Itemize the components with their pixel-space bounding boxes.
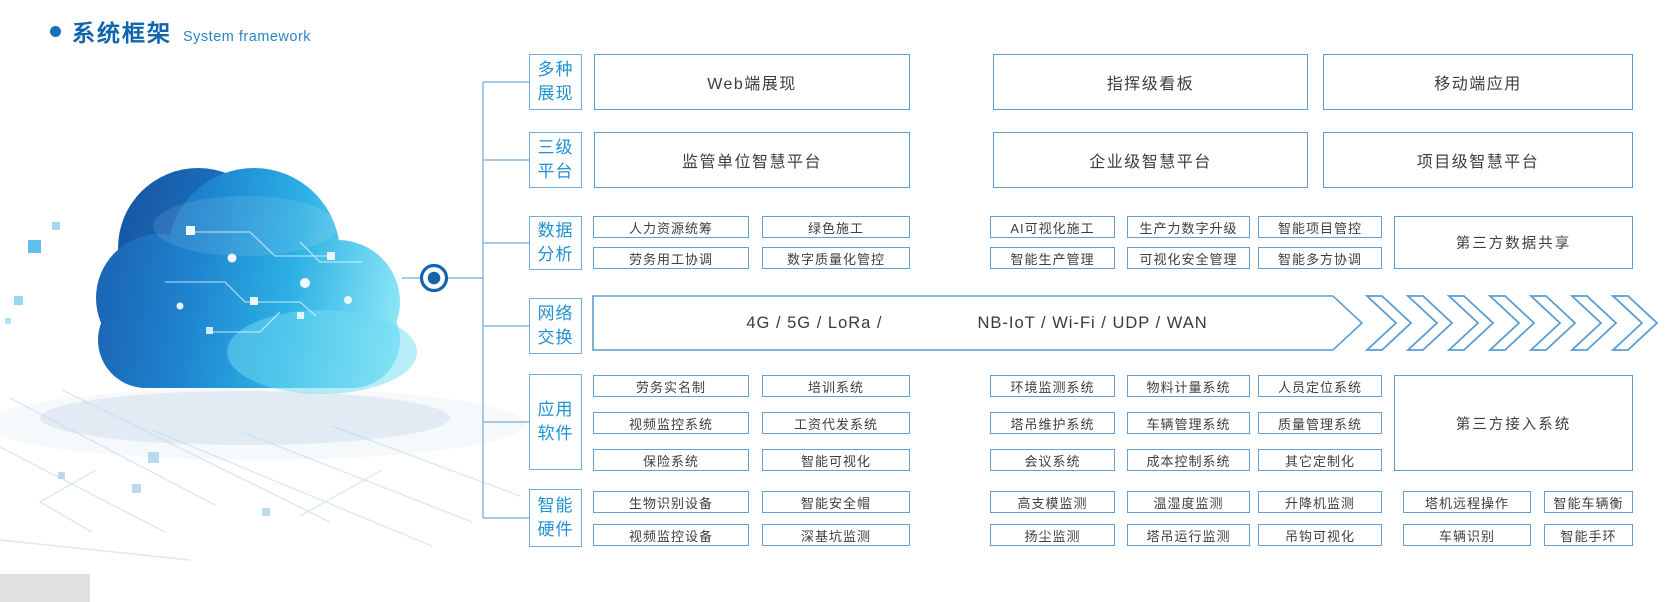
page-title-cn: 系统框架 xyxy=(72,20,172,46)
diagram-box: 物料计量系统 xyxy=(1127,375,1250,397)
diagram-box: 视频监控设备 xyxy=(593,524,749,546)
diagram-box: 移动端应用 xyxy=(1323,54,1633,110)
diagram-box: 车辆管理系统 xyxy=(1127,412,1250,434)
diagram-box: 吊钩可视化 xyxy=(1258,524,1382,546)
page-title-en: System framework xyxy=(183,29,312,45)
bullet-dot-icon xyxy=(50,25,61,37)
page-title: 系统框架 System framework xyxy=(50,14,311,48)
diagram-box: 可视化安全管理 xyxy=(1127,247,1250,269)
diagram-box: 智能项目管控 xyxy=(1258,216,1382,238)
diagram-box: 塔吊运行监测 xyxy=(1127,524,1250,546)
diagram-box: 温湿度监测 xyxy=(1127,491,1250,513)
circuit-ground-graphic xyxy=(0,388,525,602)
network-protocols-right: NB-IoT / Wi-Fi / UDP / WAN xyxy=(977,313,1208,332)
diagram-box: 人员定位系统 xyxy=(1258,375,1382,397)
branch-label-platforms: 三级 平台 xyxy=(529,132,582,188)
diagram-box: 智能车辆衡 xyxy=(1544,491,1633,513)
diagram-box: 数字质量化管控 xyxy=(762,247,910,269)
connector-lines xyxy=(402,81,529,519)
diagram-box: AI可视化施工 xyxy=(990,216,1115,238)
branch-label-data-analysis: 数据 分析 xyxy=(529,216,582,270)
diagram-box: 会议系统 xyxy=(990,449,1115,471)
diagram-box: 人力资源统筹 xyxy=(593,216,749,238)
diagram-box: 生产力数字升级 xyxy=(1127,216,1250,238)
diagram-box: 扬尘监测 xyxy=(990,524,1115,546)
branch-label-hardware: 智能 硬件 xyxy=(529,489,582,547)
diagram-box: 高支模监测 xyxy=(990,491,1115,513)
diagram-box: 绿色施工 xyxy=(762,216,910,238)
hub-node-icon xyxy=(419,263,449,293)
diagram-box: 工资代发系统 xyxy=(762,412,910,434)
branch-label-network: 网络 交换 xyxy=(529,298,582,354)
diagram-box: 项目级智慧平台 xyxy=(1323,132,1633,188)
chevron-flow-icon xyxy=(1364,295,1659,351)
branch-label-applications: 应用 软件 xyxy=(529,374,582,470)
network-band-shape xyxy=(592,295,1364,351)
diagram-box: 智能手环 xyxy=(1544,524,1633,546)
diagram-box: 保险系统 xyxy=(593,449,749,471)
diagram-box: 监管单位智慧平台 xyxy=(594,132,910,188)
diagram-box: Web端展现 xyxy=(594,54,910,110)
diagram-box: 质量管理系统 xyxy=(1258,412,1382,434)
network-protocols-left: 4G / 5G / LoRa / xyxy=(746,313,883,332)
branch-label-display: 多种 展现 xyxy=(529,54,582,110)
diagram-box: 环境监测系统 xyxy=(990,375,1115,397)
diagram-box: 升降机监测 xyxy=(1258,491,1382,513)
floating-squares-graphic xyxy=(5,222,60,324)
diagram-box: 智能生产管理 xyxy=(990,247,1115,269)
diagram-box: 成本控制系统 xyxy=(1127,449,1250,471)
diagram-box: 智能安全帽 xyxy=(762,491,910,513)
diagram-box: 生物识别设备 xyxy=(593,491,749,513)
network-band-text: 4G / 5G / LoRa / NB-IoT / Wi-Fi / UDP / … xyxy=(593,296,1361,350)
diagram-box: 指挥级看板 xyxy=(993,54,1308,110)
diagram-box: 培训系统 xyxy=(762,375,910,397)
diagram-box: 智能可视化 xyxy=(762,449,910,471)
diagram-box-third-party-access: 第三方接入系统 xyxy=(1394,375,1633,471)
diagram-box: 视频监控系统 xyxy=(593,412,749,434)
diagram-box: 劳务实名制 xyxy=(593,375,749,397)
diagram-box: 塔机远程操作 xyxy=(1403,491,1531,513)
cloud-graphic xyxy=(96,168,417,394)
diagram-box: 智能多方协调 xyxy=(1258,247,1382,269)
diagram-box: 其它定制化 xyxy=(1258,449,1382,471)
diagram-box: 塔吊维护系统 xyxy=(990,412,1115,434)
diagram-box-third-party-data: 第三方数据共享 xyxy=(1394,216,1633,269)
diagram-box: 劳务用工协调 xyxy=(593,247,749,269)
diagram-box: 深基坑监测 xyxy=(762,524,910,546)
diagram-box: 车辆识别 xyxy=(1403,524,1531,546)
diagram-box: 企业级智慧平台 xyxy=(993,132,1308,188)
